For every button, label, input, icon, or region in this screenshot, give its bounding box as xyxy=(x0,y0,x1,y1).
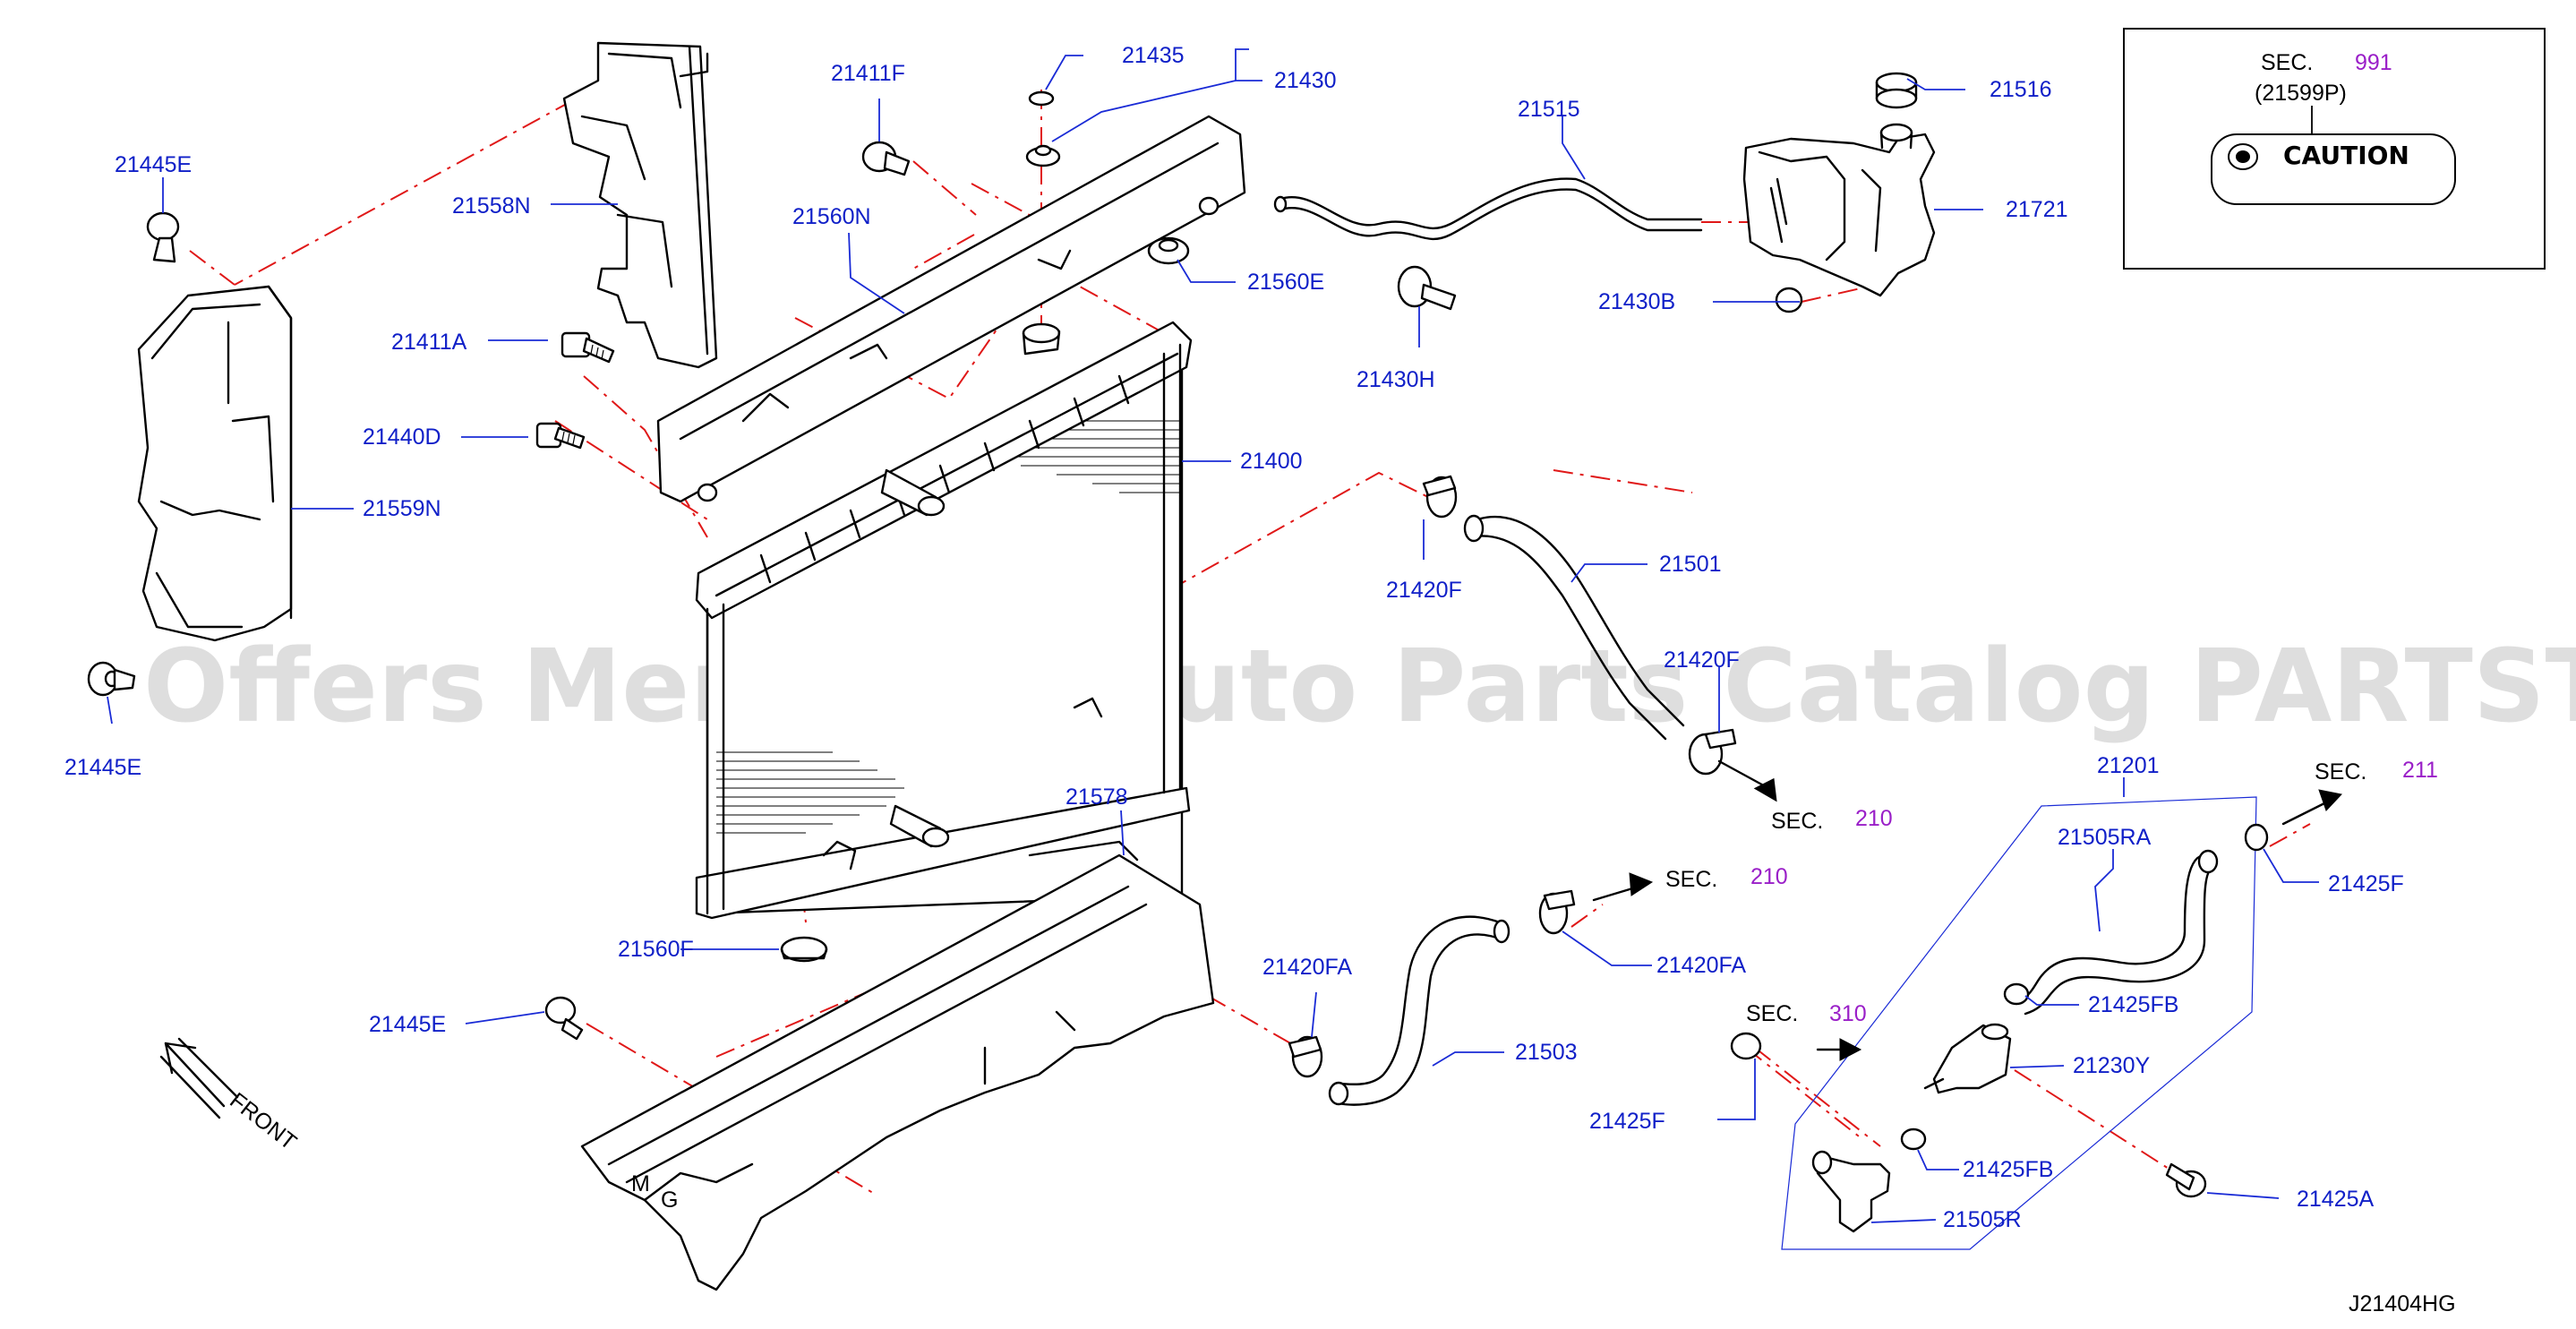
label-21425FB-a: 21425FB xyxy=(2088,992,2178,1017)
label-21445E-bottom: 21445E xyxy=(369,1012,446,1037)
label-21445E-mid: 21445E xyxy=(64,755,141,780)
clamp-21430H[interactable] xyxy=(1397,265,1457,311)
reservoir-tank-21721[interactable] xyxy=(1742,123,1936,297)
front-label: FRONT xyxy=(225,1088,301,1155)
sec-ref-prefix: SEC. xyxy=(2315,759,2366,785)
caution-label: CAUTION xyxy=(2283,141,2409,170)
label-21430H: 21430H xyxy=(1356,367,1435,392)
overflow-hose-21515[interactable] xyxy=(1273,177,1703,241)
hose-21505R[interactable] xyxy=(1811,1150,1891,1233)
label-21400: 21400 xyxy=(1240,449,1303,474)
clamp-21420FA-b[interactable] xyxy=(1538,889,1576,935)
valve-21230Y[interactable] xyxy=(1923,1023,2012,1094)
front-arrow: FRONT xyxy=(159,1037,301,1155)
label-21430: 21430 xyxy=(1274,68,1337,93)
air-guide-mark-g: G xyxy=(661,1188,678,1213)
part-labels: 21445E 21558N 21411F 21435 21430 21560N … xyxy=(64,43,2404,1232)
sec-arrows xyxy=(1592,759,2342,1061)
bolt-21411A[interactable] xyxy=(561,331,615,364)
upper-hose-21501[interactable] xyxy=(1463,514,1685,741)
clip-21445E-top[interactable] xyxy=(146,211,180,263)
label-21430B: 21430B xyxy=(1598,289,1675,314)
sec-ref-number: 211 xyxy=(2402,758,2438,783)
sec-ref-number: 210 xyxy=(1750,864,1788,889)
label-21440D: 21440D xyxy=(363,424,441,450)
lower-hose-21503[interactable] xyxy=(1328,915,1511,1106)
radiator-21400[interactable] xyxy=(695,321,1193,920)
caution-inset: SEC. 991 (21599P) CAUTION xyxy=(2123,28,2546,270)
label-21230Y: 21230Y xyxy=(2073,1053,2151,1078)
label-21425F-a: 21425F xyxy=(2328,871,2404,896)
label-21420FA-b: 21420FA xyxy=(1656,953,1746,978)
clip-21430B[interactable] xyxy=(1775,287,1803,313)
cap-21435[interactable] xyxy=(1028,90,1055,107)
watermark-text: Offers Merchant Auto Parts Catalog PARTS… xyxy=(143,629,2576,745)
label-21721: 21721 xyxy=(2006,197,2068,222)
inset-part-ref: (21599P) xyxy=(2255,81,2347,106)
leader-lines xyxy=(107,48,2319,1223)
label-21425F-b: 21425F xyxy=(1589,1109,1665,1134)
radiator-cover-21560N[interactable] xyxy=(656,115,1246,503)
label-21578: 21578 xyxy=(1065,785,1128,810)
hose-21505RA[interactable] xyxy=(2013,849,2219,1016)
label-21516: 21516 xyxy=(1990,77,2052,102)
label-21435: 21435 xyxy=(1122,43,1185,68)
sec-ref-prefix: SEC. xyxy=(1771,809,1823,834)
label-21420F-a: 21420F xyxy=(1386,578,1462,603)
air-guide-upper-21558N[interactable] xyxy=(562,41,718,369)
sec-references: SEC. 210 SEC. 210 SEC. 211 SEC. 310 xyxy=(1665,758,2438,1026)
label-21425A: 21425A xyxy=(2297,1187,2375,1212)
diagram-code: J21404HG xyxy=(2349,1291,2456,1316)
inset-sec-number: 991 xyxy=(2355,50,2392,75)
air-guide-side-21559N[interactable] xyxy=(137,285,293,642)
label-21559N: 21559N xyxy=(363,496,441,521)
label-21501: 21501 xyxy=(1659,552,1722,577)
label-21558N: 21558N xyxy=(452,193,531,219)
label-21411F: 21411F xyxy=(831,61,905,86)
air-guide-mark-m: M xyxy=(631,1171,650,1196)
bolt-21425A[interactable] xyxy=(2165,1162,2207,1198)
clamp-21425F-a[interactable] xyxy=(2244,823,2269,852)
label-21445E-top: 21445E xyxy=(115,152,192,177)
clip-21411F[interactable] xyxy=(861,141,911,176)
group-21201 xyxy=(1781,796,2257,1250)
label-21420FA-a: 21420FA xyxy=(1262,955,1352,980)
label-21560F: 21560F xyxy=(618,937,694,962)
sec-ref-number: 310 xyxy=(1829,1001,1867,1026)
clamp-21420F-a[interactable] xyxy=(1422,475,1458,519)
clip-21445E-mid[interactable] xyxy=(87,661,136,697)
air-guide-lower-21578[interactable]: M G xyxy=(580,840,1215,1291)
clamp-21425FB-a[interactable] xyxy=(2003,982,2030,1006)
mount-21560E[interactable] xyxy=(1147,236,1190,265)
label-21560E: 21560E xyxy=(1247,270,1324,295)
label-21201: 21201 xyxy=(2097,753,2160,778)
sec-ref-prefix: SEC. xyxy=(1746,1001,1798,1026)
cap-21516[interactable] xyxy=(1875,72,1918,109)
bolt-21440D[interactable] xyxy=(535,422,586,450)
label-21505R: 21505R xyxy=(1943,1207,2022,1232)
label-21515: 21515 xyxy=(1518,97,1580,122)
clip-21445E-bottom[interactable] xyxy=(544,996,584,1041)
clamp-21420F-b[interactable] xyxy=(1688,728,1737,776)
mount-21560F[interactable] xyxy=(780,936,828,963)
label-21503: 21503 xyxy=(1515,1040,1578,1065)
inset-sec-prefix: SEC. xyxy=(2261,50,2313,75)
clamp-21420FA-a[interactable] xyxy=(1288,1035,1323,1078)
label-21425FB-b: 21425FB xyxy=(1963,1157,2053,1182)
label-21505RA: 21505RA xyxy=(2058,825,2152,850)
label-21420F-b: 21420F xyxy=(1664,647,1740,673)
label-21411A: 21411A xyxy=(391,330,467,355)
clamp-21425FB-b[interactable] xyxy=(1900,1128,1927,1151)
label-21560N: 21560N xyxy=(792,204,871,229)
sec-ref-prefix: SEC. xyxy=(1665,867,1717,892)
sec-ref-number: 210 xyxy=(1855,806,1893,831)
grommet-21430[interactable] xyxy=(1025,144,1061,167)
clamp-21425F-b[interactable] xyxy=(1730,1032,1762,1060)
